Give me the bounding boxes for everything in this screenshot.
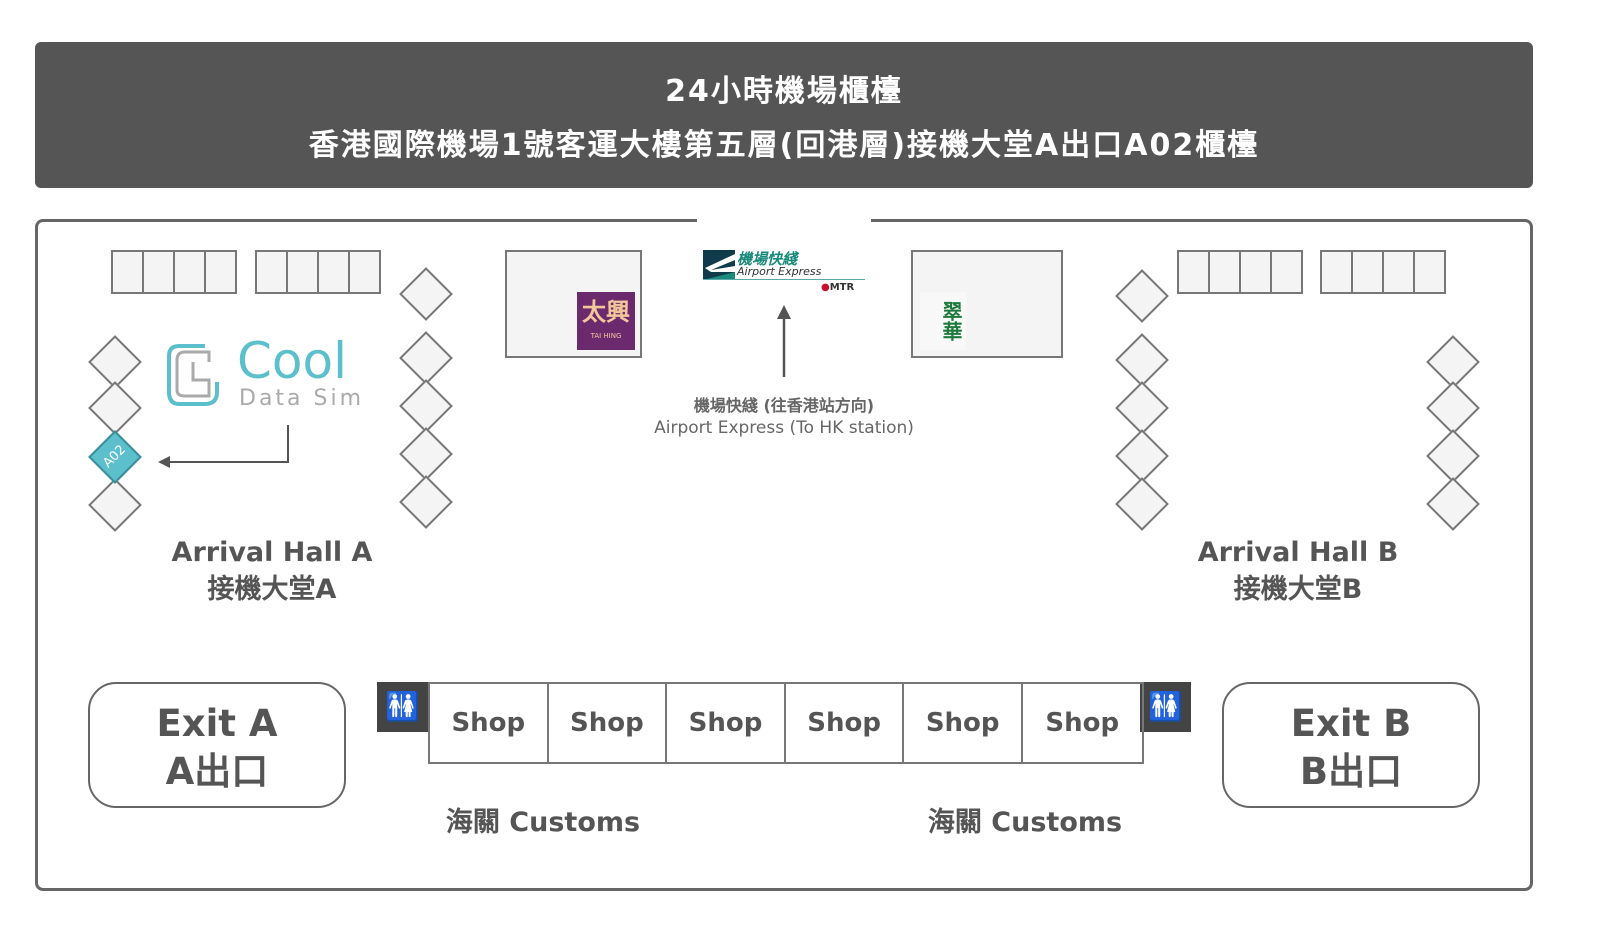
tai-hing-logo: 太興 TAI HING: [577, 292, 635, 350]
arrow-up-icon: [777, 305, 791, 377]
tai-hing-logo-en: TAI HING: [590, 332, 622, 340]
exit-a[interactable]: Exit A A出口: [88, 682, 346, 808]
shop: Shop: [1045, 708, 1120, 738]
exit-b[interactable]: Exit B B出口: [1222, 682, 1480, 808]
exit-a-en: Exit A: [156, 702, 278, 745]
shop: Shop: [904, 684, 1023, 762]
airport-express-icon: [703, 250, 735, 280]
kiosk-row: [255, 250, 381, 294]
customs-label: 海關 Customs: [927, 807, 1123, 838]
hall-b-cn: 接機大堂B: [1233, 574, 1363, 605]
shop: Shop: [430, 684, 549, 762]
shop: Shop: [549, 684, 668, 762]
kiosk-row: [1320, 250, 1446, 294]
hall-a-en: Arrival Hall A: [171, 537, 373, 568]
a02-pointer-arrow: [158, 425, 289, 468]
data-sim-text: Data Sim: [239, 386, 365, 411]
kiosk-row: [111, 250, 237, 294]
hall-b-en: Arrival Hall B: [1197, 537, 1399, 568]
kiosk-row: [1177, 250, 1303, 294]
arrival-hall-a-label: Arrival Hall A 接機大堂A: [122, 534, 422, 608]
map-entrance-gap: [697, 214, 871, 226]
exit-b-cn: B出口: [1299, 750, 1403, 793]
tai-hing-logo-cn: 太興: [582, 298, 630, 326]
shop: Shop: [786, 684, 905, 762]
toilet-icon: 🚻: [1140, 682, 1191, 732]
cool-text: Cool: [237, 332, 347, 390]
cuiwah-logo: 翠華: [920, 292, 966, 350]
exit-a-cn: A出口: [165, 750, 269, 793]
exit-b-en: Exit B: [1290, 702, 1412, 745]
header-location: 香港國際機場1號客運大樓第五層(回港層)接機大堂A出口A02櫃檯: [308, 128, 1260, 163]
shop: Shop: [667, 684, 786, 762]
ae-logo-en: Airport Express: [737, 265, 822, 278]
toilet-icon: 🚻: [377, 682, 428, 732]
ae-logo-cn: 機場快綫: [737, 250, 798, 268]
shop-row: Shop Shop Shop Shop Shop Shop: [428, 682, 1144, 764]
cool-logo-icon: [167, 344, 219, 406]
customs-label: 海關 Customs: [445, 807, 641, 838]
header-title: 24小時機場櫃檯: [665, 74, 903, 109]
airport-express-logo: 機場快綫 Airport Express ●MTR: [703, 250, 867, 298]
airport-express-label-en: Airport Express (To HK station): [654, 418, 914, 438]
mtr-logo: ●MTR: [821, 282, 855, 293]
header-banner: 24小時機場櫃檯 香港國際機場1號客運大樓第五層(回港層)接機大堂A出口A02櫃…: [35, 42, 1533, 188]
hall-a-cn: 接機大堂A: [207, 574, 337, 605]
airport-express-label-cn: 機場快綫 (往香港站方向): [693, 396, 875, 415]
mtr-text: MTR: [829, 282, 855, 293]
arrival-hall-b-label: Arrival Hall B 接機大堂B: [1148, 534, 1448, 608]
cool-data-sim-logo: Cool Data Sim: [165, 332, 390, 411]
